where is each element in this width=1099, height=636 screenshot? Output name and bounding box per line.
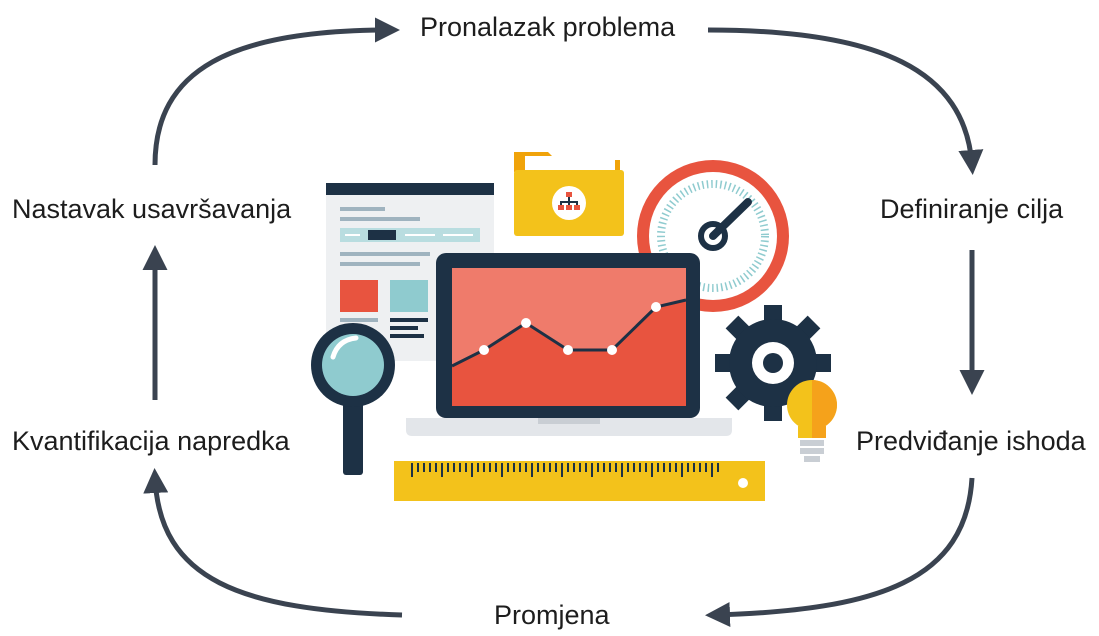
- stage-label-continued-improvement: Nastavak usavršavanja: [12, 194, 292, 224]
- laptop-icon: [406, 253, 732, 436]
- stage-label-change: Promjena: [494, 600, 610, 630]
- light-bulb-icon: [787, 380, 837, 462]
- ruler-icon: [394, 461, 765, 501]
- arrow-top-to-right: [707, 27, 984, 175]
- stage-label-goal-definition: Definiranje cilja: [880, 194, 1064, 224]
- arrow-right-to-bottom: [705, 477, 975, 628]
- stage-label-problem-finding: Pronalazak problema: [420, 12, 676, 42]
- gear-icon: [715, 305, 831, 421]
- cycle-arrows: [142, 17, 985, 628]
- stage-label-progress-quantification: Kvantifikacija napredka: [12, 426, 290, 456]
- central-illustration: [311, 152, 837, 501]
- stage-label-outcome-prediction: Predviđanje ishoda: [856, 426, 1086, 456]
- arrow-bottom-to-left: [143, 468, 403, 618]
- magnifier-icon: [311, 323, 395, 475]
- folder-icon: [514, 152, 624, 236]
- arrow-left-to-top: [152, 17, 400, 166]
